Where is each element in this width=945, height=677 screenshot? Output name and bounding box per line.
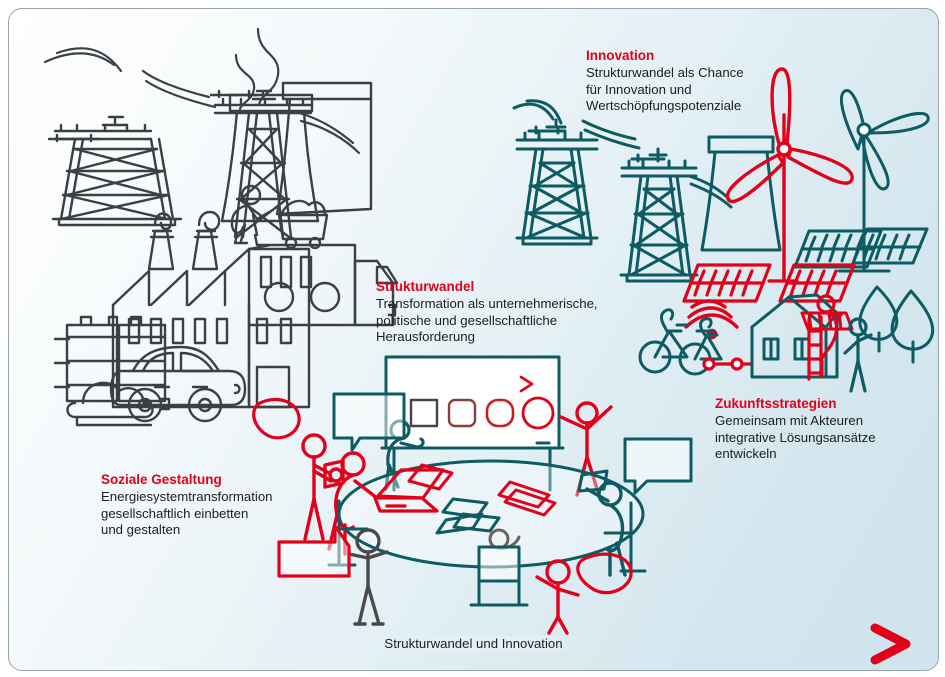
power-pylon-icon <box>43 47 217 227</box>
power-pylon-icon <box>512 99 641 246</box>
fossil-energy-cluster <box>43 27 399 427</box>
miner-with-coal-cart-icon <box>230 184 329 250</box>
stakeholder-workshop-scene <box>252 355 693 635</box>
worker-on-ladder-icon <box>807 294 843 381</box>
smoke-icon <box>234 27 280 111</box>
solar-panel-icon <box>851 227 929 265</box>
chair-icon <box>469 545 529 607</box>
participant-icon <box>301 433 345 541</box>
participant-icon <box>535 559 580 635</box>
smart-home-link <box>702 357 754 371</box>
solar-panel-icon <box>682 263 772 303</box>
label-zukunftsstrategien-body: Gemeinsam mit Akteuren integrative Lösun… <box>715 413 876 462</box>
truck-icon <box>247 243 399 327</box>
label-strukturwandel: Strukturwandel Transformation als untern… <box>376 278 616 346</box>
power-pylon-icon <box>619 147 733 283</box>
factory-icon <box>111 247 311 409</box>
label-strukturwandel-heading: Strukturwandel <box>376 279 475 294</box>
wind-turbine-icon <box>725 67 854 281</box>
smog-cloud-icon <box>66 381 154 427</box>
label-innovation-body: Strukturwandel als Chance für Innovation… <box>586 65 744 114</box>
label-soziale-gestaltung-body: Energiesystemtransformation gesellschaft… <box>101 489 273 538</box>
laptop-icon <box>373 468 445 513</box>
label-soziale-gestaltung: Soziale Gestaltung Energiesystemtransfor… <box>101 471 311 539</box>
shape-square-icon <box>409 398 439 428</box>
cooling-tower-icon <box>700 135 782 252</box>
label-innovation: Innovation Strukturwandel als Chance für… <box>586 47 786 115</box>
shape-circle-icon <box>521 396 555 430</box>
shape-rounded-square-icon <box>447 398 477 428</box>
cooling-tower-icon <box>275 81 373 216</box>
chair-icon <box>603 501 647 573</box>
illustration-artwork <box>41 27 935 665</box>
figure-caption-text: Strukturwandel und Innovation <box>370 636 577 651</box>
leaf-icon <box>576 552 633 595</box>
transformation-arrow-icon <box>405 375 534 393</box>
label-strukturwandel-body: Transformation als unternehmerische, pol… <box>376 296 598 345</box>
tree-icon <box>890 289 935 364</box>
smokestack-icon <box>147 210 221 271</box>
figure-caption: Strukturwandel und Innovation <box>9 636 938 651</box>
smart-house-icon <box>750 293 839 379</box>
label-zukunftsstrategien-heading: Zukunftsstrategien <box>715 396 837 411</box>
shape-squircle-icon <box>485 398 515 428</box>
participant-icon <box>559 401 613 497</box>
label-zukunftsstrategien: Zukunftsstrategien Gemeinsam mit Akteure… <box>715 395 925 463</box>
person-icon <box>843 317 873 393</box>
speech-bubble-icon <box>332 392 406 452</box>
speech-bubble-icon <box>277 524 351 578</box>
cooling-tower-icon <box>220 93 320 223</box>
tree-icon <box>858 285 899 353</box>
label-innovation-heading: Innovation <box>586 48 655 63</box>
leaf-icon <box>252 397 301 440</box>
document-icon <box>577 469 609 493</box>
participant-icon <box>347 528 389 626</box>
oil-barrel-icon <box>53 315 171 411</box>
label-soziale-gestaltung-heading: Soziale Gestaltung <box>101 472 222 487</box>
infographic-frame: Innovation Strukturwandel als Chance für… <box>8 8 939 671</box>
car-icon <box>109 345 247 423</box>
solar-panel-icon <box>767 263 856 303</box>
renewable-energy-cluster <box>512 67 935 393</box>
speech-bubble-icon <box>623 437 693 495</box>
wind-turbine-icon <box>837 89 930 273</box>
